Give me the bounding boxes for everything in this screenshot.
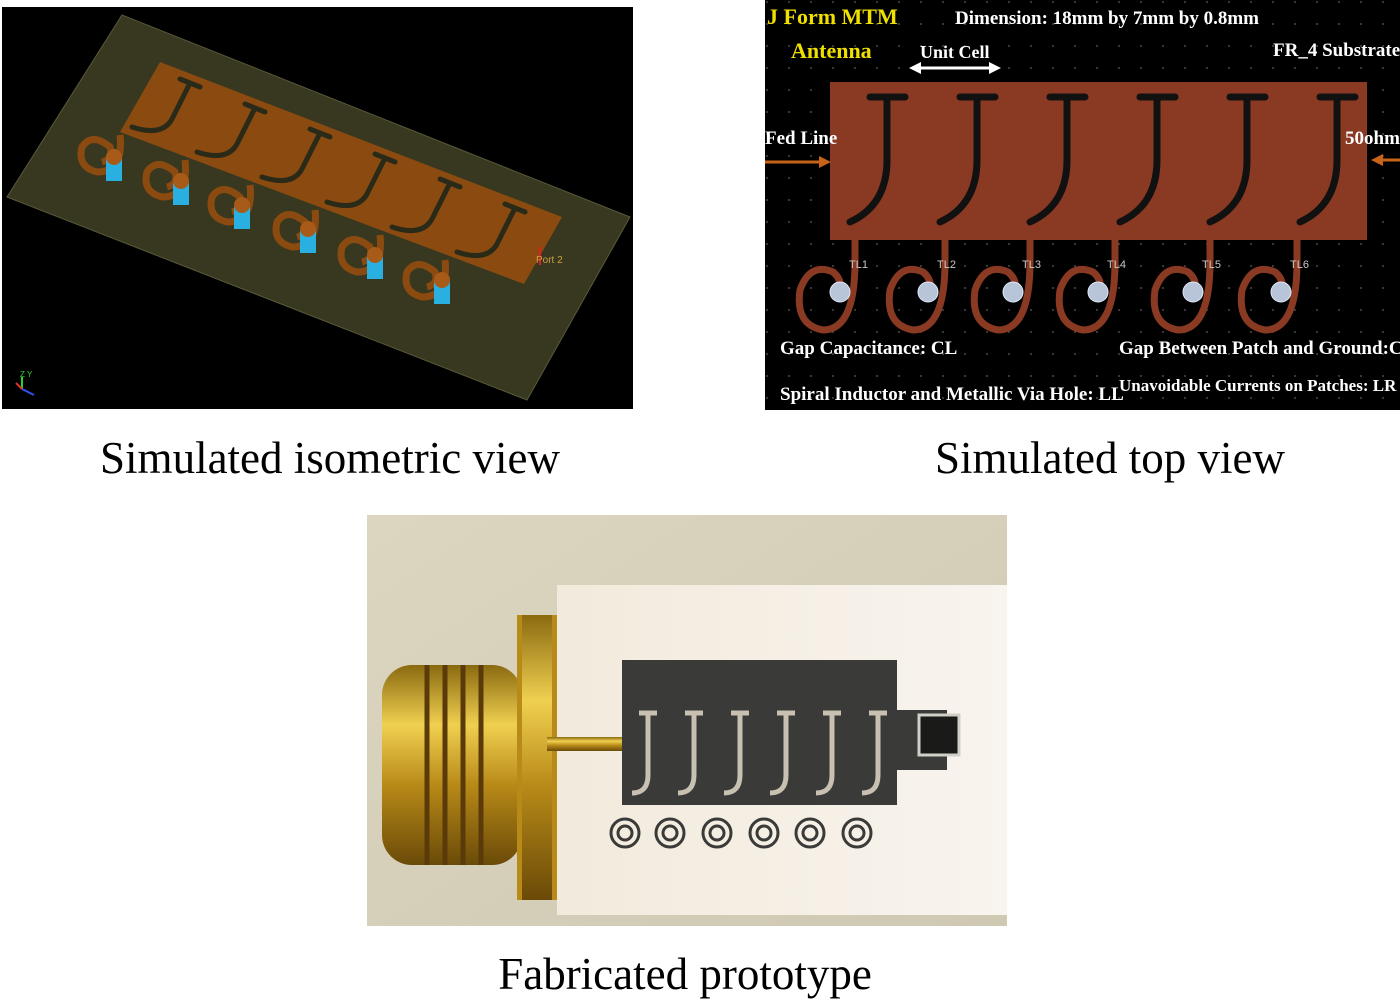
fed-line-label: Fed Line	[765, 128, 838, 149]
port-label: Port 2	[536, 255, 563, 266]
substrate-label: FR_4 Substrate	[1273, 40, 1400, 61]
tl-label: TL4	[1107, 259, 1126, 271]
j-slots	[846, 93, 1359, 226]
smd-component	[917, 713, 961, 757]
spiral-inductors	[795, 238, 1301, 334]
isometric-view-drawing: Port 2 Z Y	[6, 14, 631, 401]
tl-label: TL5	[1202, 259, 1221, 271]
unit-cell-label: Unit Cell	[920, 42, 990, 62]
caption-prototype: Fabricated prototype	[498, 949, 872, 999]
printed-patch	[622, 660, 897, 805]
tl-label: TL3	[1022, 259, 1041, 271]
patch-rect	[830, 82, 1367, 240]
spiral-inductor-label: Spiral Inductor and Metallic Via Hole: L…	[780, 384, 1124, 405]
sma-connector	[382, 615, 627, 900]
fed-line-arrow	[765, 156, 831, 168]
caption-top: Simulated top view	[935, 433, 1285, 483]
isometric-view-panel: Port 2 Z Y	[2, 7, 633, 409]
antenna-title-line1: J Form MTM	[767, 4, 898, 29]
patch-strip	[120, 62, 562, 284]
printed-j-slots	[631, 710, 887, 796]
ohm-arrow	[1371, 154, 1400, 166]
axis-label: Z Y	[20, 370, 33, 379]
caption-isometric: Simulated isometric view	[100, 433, 560, 483]
top-view-panel: J Form MTM Antenna Dimension: 18mm by 7m…	[765, 0, 1400, 410]
unit-cell-arrow	[909, 62, 1001, 74]
tl-label: TL2	[937, 259, 956, 271]
gap-capacitance-label: Gap Capacitance: CL	[780, 338, 958, 359]
tl-label: TL6	[1290, 259, 1309, 271]
gap-ground-label: Gap Between Patch and Ground:CR	[1119, 338, 1400, 359]
prototype-photo	[367, 515, 1007, 926]
tl-label: TL1	[849, 259, 868, 271]
top-view-drawing	[765, 0, 1400, 410]
via-holes	[106, 149, 450, 304]
j-slots	[129, 76, 528, 259]
unavoidable-currents-label: Unavoidable Currents on Patches: LR	[1119, 376, 1397, 395]
prototype-illustration	[367, 515, 1007, 926]
axis-triad-icon: Z Y	[15, 370, 35, 396]
ohm-label: 50ohm	[1345, 128, 1400, 149]
antenna-title-line2: Antenna	[791, 38, 872, 63]
dimension-label: Dimension: 18mm by 7mm by 0.8mm	[955, 8, 1259, 29]
via-holes	[829, 281, 1292, 303]
printed-spirals	[609, 817, 873, 849]
